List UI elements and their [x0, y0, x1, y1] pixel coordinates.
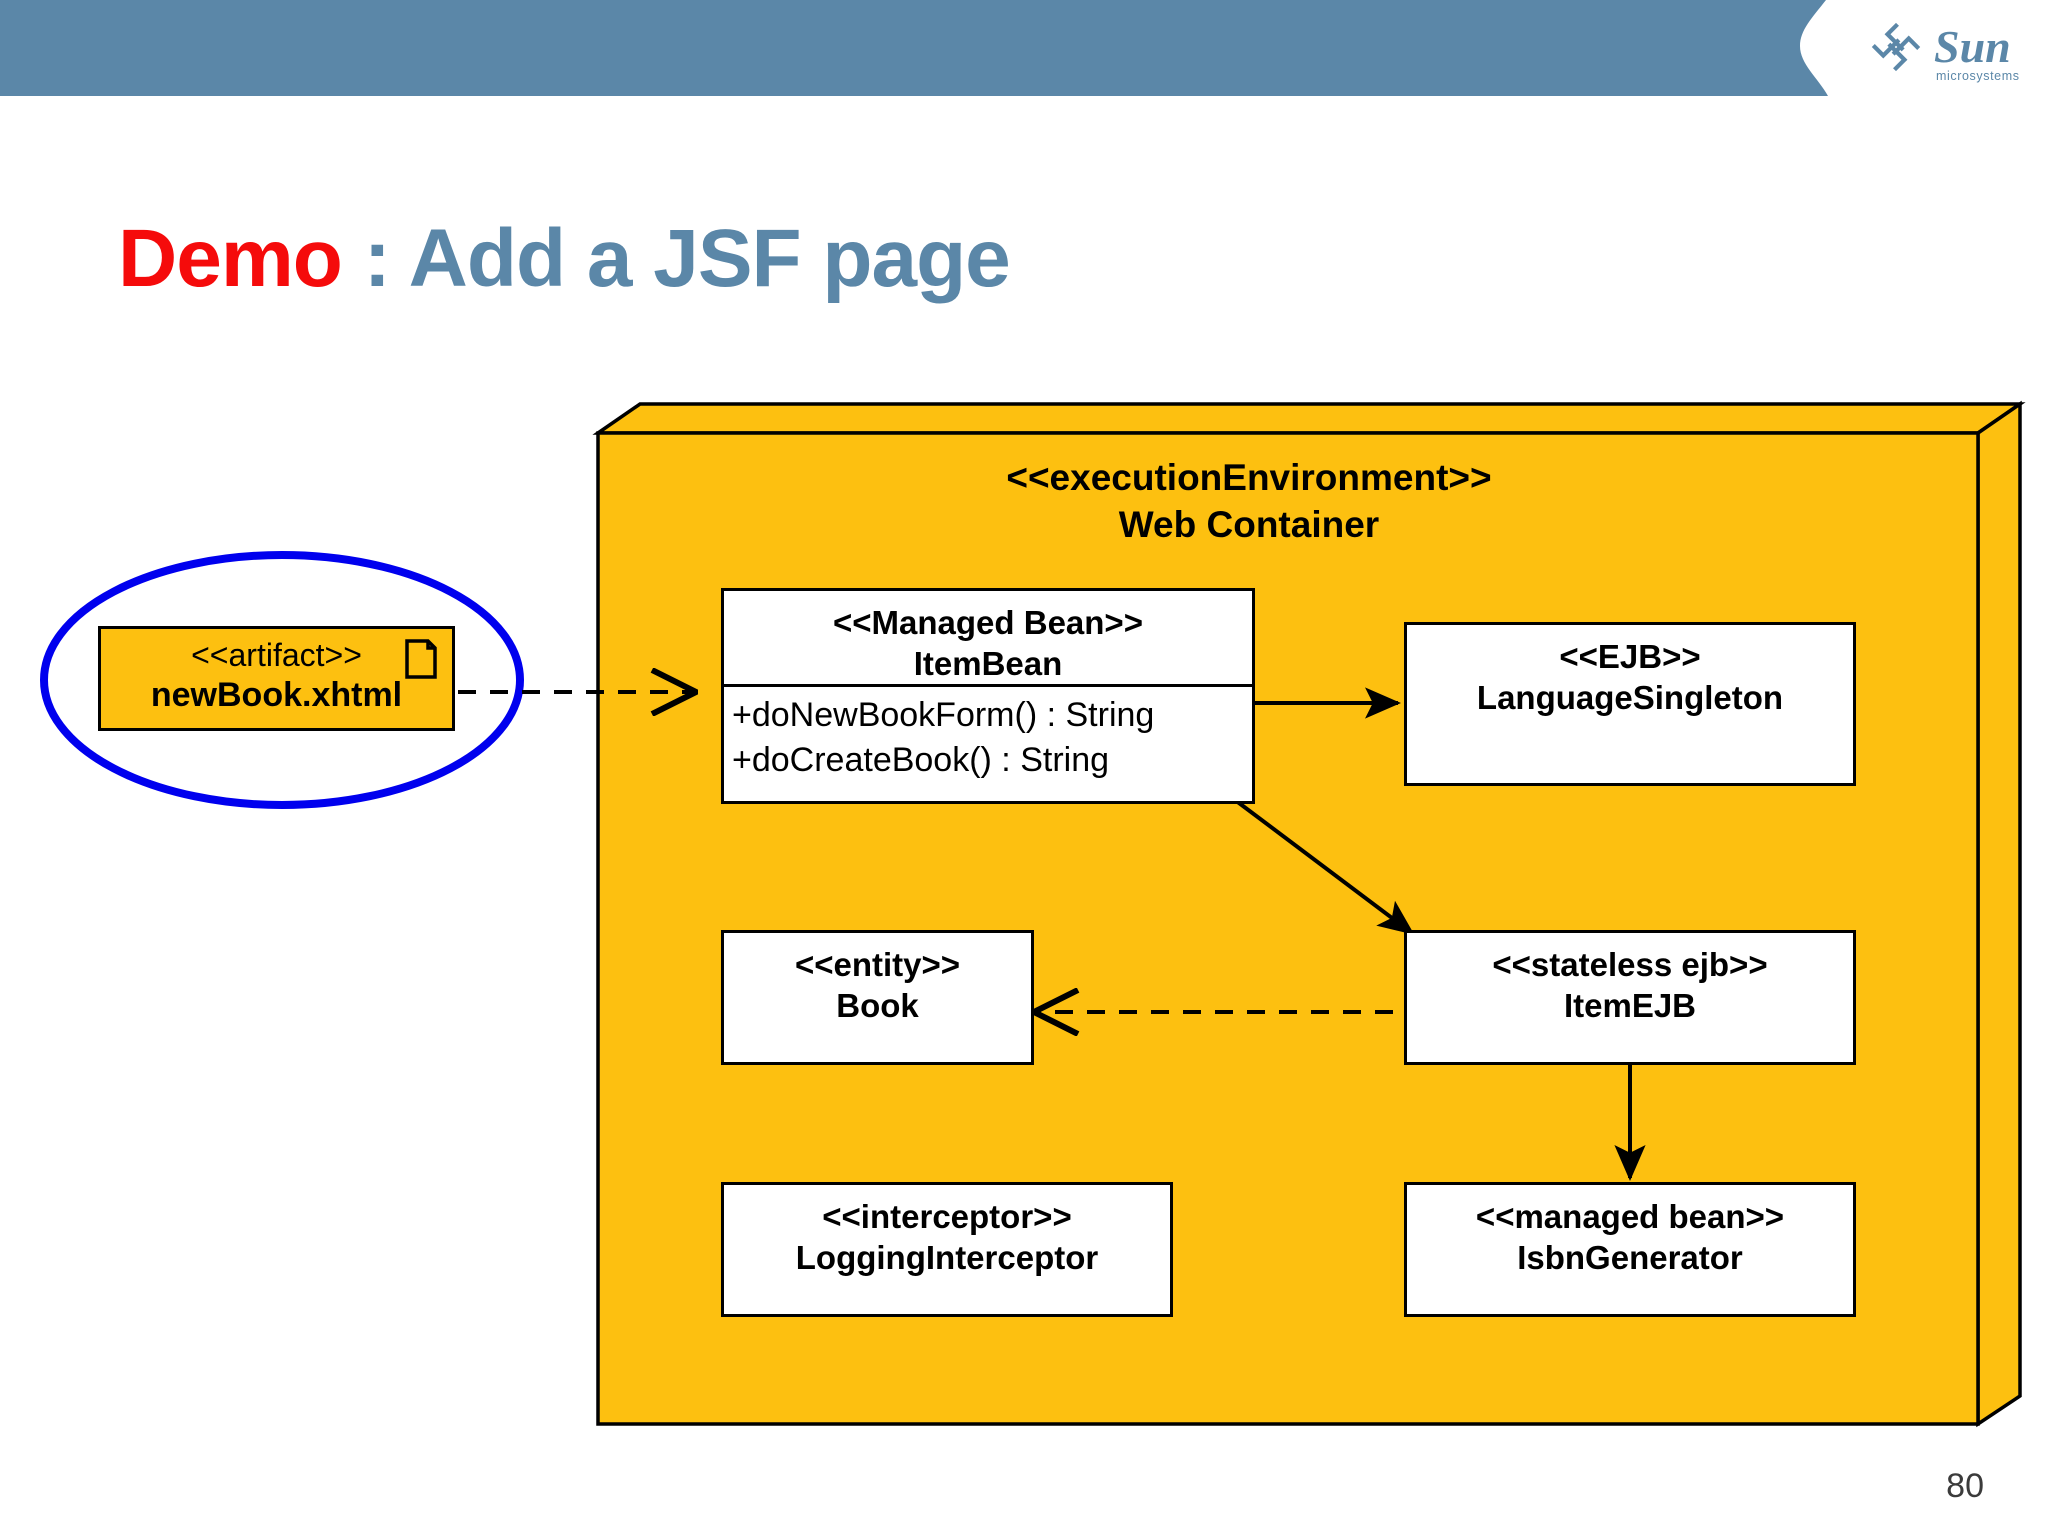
item-bean-operation: +doCreateBook() : String [732, 741, 1110, 780]
uml-node-logging-interceptor[interactable]: <<interceptor>> LoggingInterceptor [721, 1182, 1173, 1317]
uml-node-language-singleton[interactable]: <<EJB>> LanguageSingleton [1404, 622, 1856, 786]
item-bean-operation: +doNewBookForm() : String [732, 696, 1155, 735]
svg-text:microsystems: microsystems [1936, 69, 2020, 83]
artifact-name: newBook.xhtml [150, 676, 403, 715]
page-title-rest: : Add a JSF page [341, 213, 1011, 304]
item-bean-stereotype: <<Managed Bean>> [833, 604, 1143, 641]
item-ejb-name: ItemEJB [1563, 986, 1697, 1024]
header-banner [0, 0, 1828, 96]
logging-interceptor-stereotype: <<interceptor>> [822, 1198, 1072, 1235]
container-name: Web Container [1118, 504, 1380, 546]
artifact-stereotype: <<artifact>> [191, 637, 362, 673]
slide-number: 80 [1946, 1467, 1984, 1505]
sun-microsystems-logo: Sun microsystems [1871, 21, 2020, 83]
uml-node-item-bean[interactable]: <<Managed Bean>> ItemBean +doNewBookForm… [721, 588, 1255, 804]
connector-itembean-to-itemejb [1233, 798, 1415, 935]
document-icon [405, 639, 437, 679]
artifact-node-newbook[interactable]: <<artifact>> newBook.xhtml [98, 626, 455, 731]
logging-interceptor-name: LoggingInterceptor [795, 1238, 1099, 1276]
page-title-highlight: Demo [118, 213, 343, 304]
book-name: Book [836, 986, 919, 1024]
item-bean-operations: +doNewBookForm() : String +doCreateBook(… [724, 684, 1252, 791]
svg-text:Sun: Sun [1934, 21, 2011, 72]
uml-node-book[interactable]: <<entity>> Book [721, 930, 1034, 1065]
language-singleton-name: LanguageSingleton [1476, 678, 1784, 716]
uml-node-item-ejb[interactable]: <<stateless ejb>> ItemEJB [1404, 930, 1856, 1065]
item-bean-header: <<Managed Bean>> ItemBean [724, 591, 1252, 684]
language-singleton-stereotype: <<EJB>> [1559, 638, 1701, 675]
item-bean-name: ItemBean [913, 644, 1063, 682]
book-stereotype: <<entity>> [794, 946, 961, 983]
page-title: Demo : Add a JSF page [118, 218, 1011, 300]
isbn-generator-stereotype: <<managed bean>> [1475, 1198, 1785, 1235]
container-stereotype: <<executionEnvironment>> [1006, 457, 1492, 498]
isbn-generator-name: IsbnGenerator [1517, 1238, 1743, 1276]
web-container-label: <<executionEnvironment>> Web Container [598, 454, 1900, 549]
uml-node-isbn-generator[interactable]: <<managed bean>> IsbnGenerator [1404, 1182, 1856, 1317]
item-ejb-stereotype: <<stateless ejb>> [1492, 946, 1768, 983]
